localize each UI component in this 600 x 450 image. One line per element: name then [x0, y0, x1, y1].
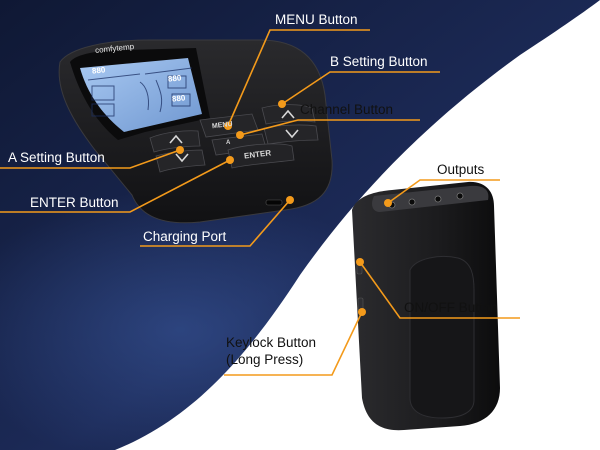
label-menu-button: MENU Button: [275, 12, 358, 27]
label-keylock-line1: Keylock Button: [226, 335, 317, 350]
dot-enter: [226, 156, 234, 164]
a-up-arrow-icon: [169, 134, 183, 144]
b-down-key: [263, 124, 319, 145]
dot-charging: [286, 196, 294, 204]
belt-clip: [409, 256, 475, 419]
output-jack-3-icon: [434, 195, 442, 203]
lcd-value-1: 880: [91, 65, 106, 76]
callout-line-b-setting: [281, 71, 440, 105]
dot-channel: [236, 131, 244, 139]
a-up-key: [149, 130, 201, 153]
callout-line-keylock: [224, 311, 363, 376]
callout-line-charging: [140, 199, 291, 247]
label-b-setting-button: B Setting Button: [330, 54, 428, 69]
dot-on-off: [356, 258, 364, 266]
b-down-arrow-icon: [285, 129, 299, 139]
output-jack-4-icon: [456, 192, 464, 200]
receiver-top: [372, 185, 489, 212]
label-a-setting-button: A Setting Button: [8, 150, 105, 165]
a-down-arrow-icon: [175, 153, 189, 163]
label-outputs: Outputs: [437, 162, 485, 177]
dot-outputs: [384, 199, 392, 207]
b-up-arrow-icon: [281, 109, 295, 119]
label-on-off-button: ON/OFF Button: [404, 300, 498, 315]
callout-dots: [176, 100, 392, 316]
label-charging-port: Charging Port: [143, 229, 227, 244]
label-enter-button: ENTER Button: [30, 195, 119, 210]
callout-line-enter: [0, 159, 231, 213]
label-keylock-line2: (Long Press): [226, 352, 304, 367]
callout-line-on-off: [359, 261, 520, 319]
lcd-value-2: 880: [167, 73, 182, 84]
output-jack-2-icon: [408, 198, 416, 206]
callout-line-a-setting: [0, 149, 181, 169]
callout-line-outputs: [387, 179, 500, 204]
channel-key-label: A: [226, 140, 231, 146]
receiver-unit: [352, 181, 500, 431]
callout-lines: [0, 29, 520, 376]
enter-key: [227, 143, 295, 169]
callout-line-menu: [227, 29, 370, 127]
label-channel-button: Channel Button: [300, 102, 394, 117]
dot-a-setting: [176, 146, 184, 154]
lcd-details: [87, 67, 193, 117]
dot-menu: [224, 122, 232, 130]
lcd-value-3: 880: [171, 93, 186, 104]
callout-line-channel: [239, 119, 420, 136]
charging-port: [265, 199, 283, 206]
main-unit: [58, 39, 333, 224]
label-keylock-button: Keylock Button (Long Press): [226, 334, 346, 368]
dot-b-setting: [278, 100, 286, 108]
dot-keylock: [358, 308, 366, 316]
